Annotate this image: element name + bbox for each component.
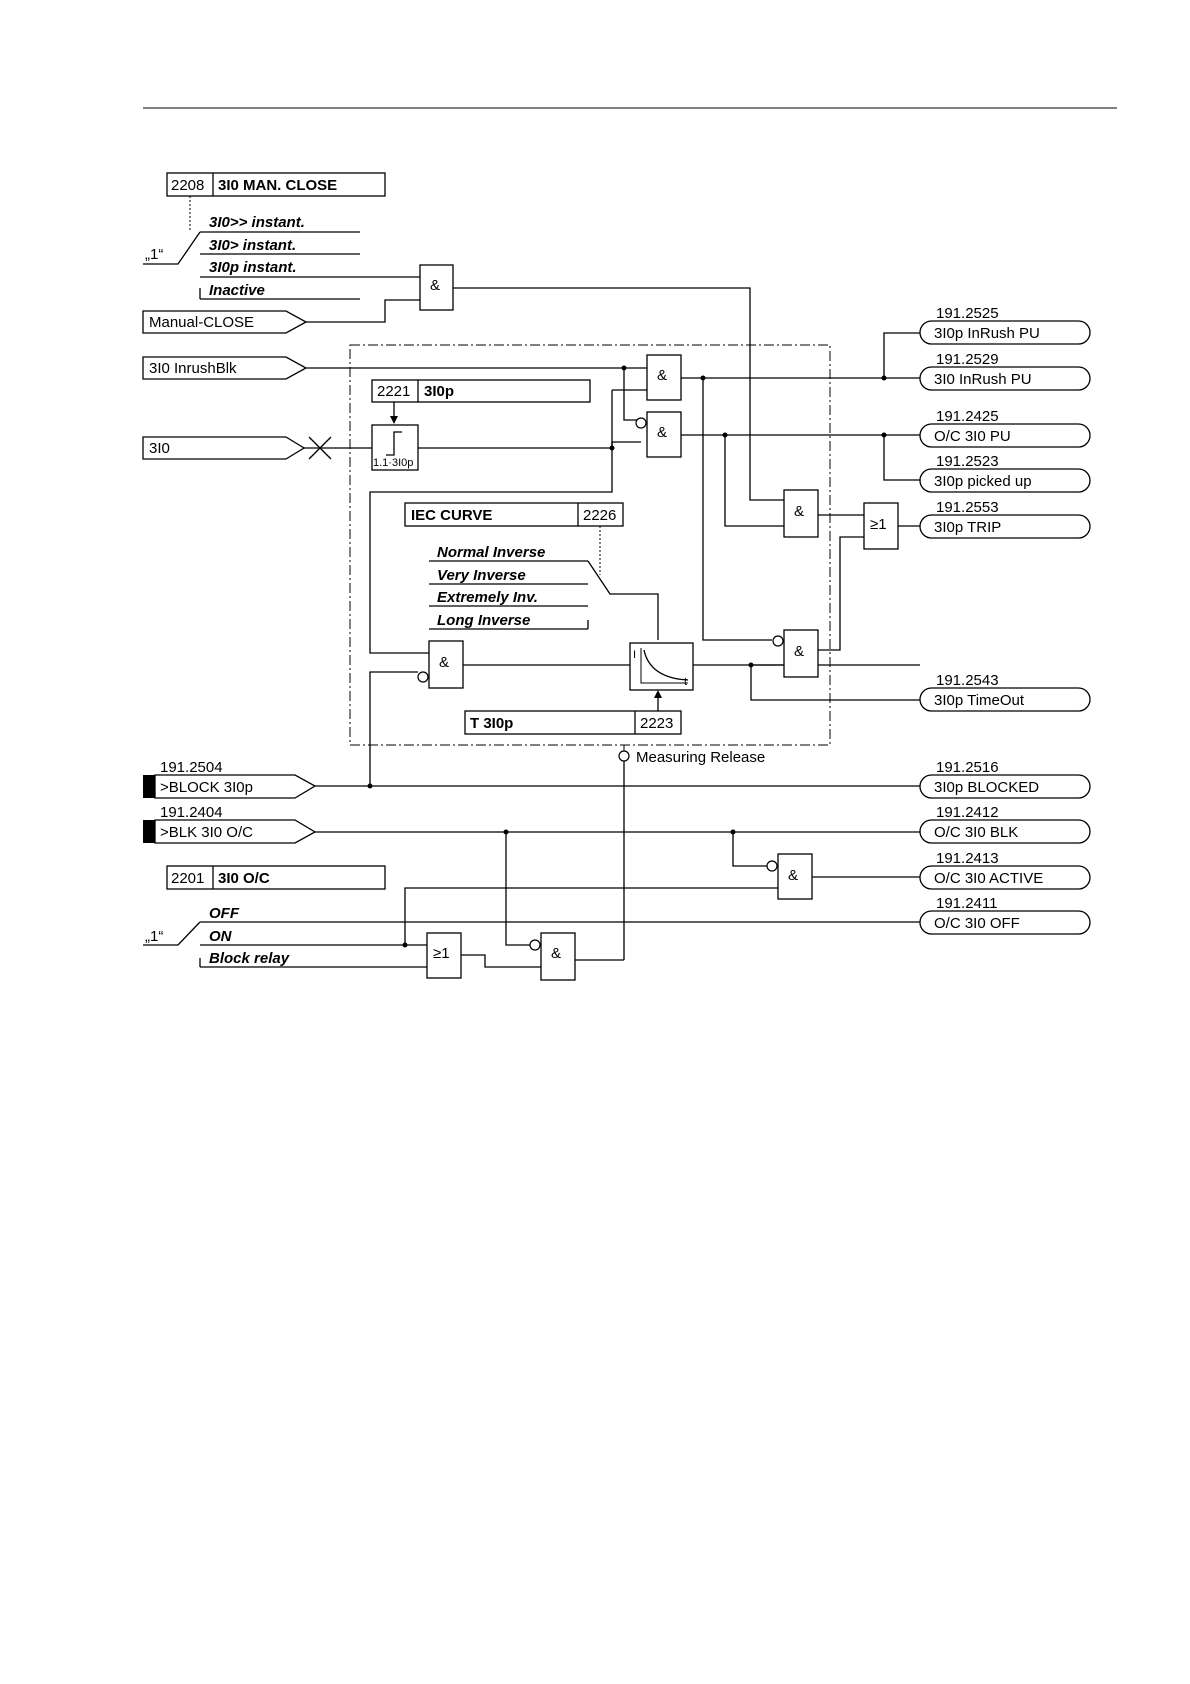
- output-3i0p-trip: 191.2553 3I0p TRIP: [919, 499, 1091, 539]
- and-gate-delayed-trip: &: [772, 629, 819, 678]
- function-frame: [349, 344, 831, 746]
- setting-2208-number: 2208: [171, 177, 204, 194]
- svg-text:3I0p picked up: 3I0p picked up: [934, 473, 1032, 490]
- measuring-release-label: Measuring Release: [636, 749, 765, 766]
- svg-text:191.2543: 191.2543: [936, 672, 999, 689]
- svg-text:O/C 3I0 ACTIVE: O/C 3I0 ACTIVE: [934, 870, 1043, 887]
- setting-2223-title: T 3I0p: [470, 715, 513, 732]
- svg-text:191.2412: 191.2412: [936, 804, 999, 821]
- svg-text:191.2523: 191.2523: [936, 453, 999, 470]
- input-3i0: 3I0: [142, 436, 306, 460]
- svg-text:3I0p InRush PU: 3I0p InRush PU: [934, 325, 1040, 342]
- setting-2226-option-2: Very Inverse: [437, 567, 526, 584]
- curve-axis-x: t: [684, 676, 687, 688]
- input-block-3i0p: 191.2504 >BLOCK 3I0p: [143, 759, 317, 799]
- svg-text:&: &: [551, 945, 561, 962]
- output-3i0p-picked-up: 191.2523 3I0p picked up: [919, 453, 1091, 493]
- svg-text:≥1: ≥1: [870, 516, 887, 533]
- input-inrush-blk-label: 3I0 InrushBlk: [149, 360, 237, 377]
- and-gate-manual-close: &: [419, 264, 454, 311]
- output-oc-3i0-off: 191.2411 O/C 3I0 OFF: [919, 895, 1091, 935]
- and-gate-pickup: &: [635, 411, 682, 458]
- svg-text:191.2504: 191.2504: [160, 759, 223, 776]
- setting-2208-const: „1“: [145, 246, 163, 263]
- svg-text:191.2404: 191.2404: [160, 804, 223, 821]
- svg-text:&: &: [657, 424, 667, 441]
- setting-2201-option-2: ON: [209, 928, 233, 945]
- output-3i0-inrush-pu: 191.2529 3I0 InRush PU: [919, 351, 1091, 391]
- threshold-element: 1.1·3I0p: [371, 424, 419, 471]
- svg-text:3I0p BLOCKED: 3I0p BLOCKED: [934, 779, 1039, 796]
- setting-2226-title: IEC CURVE: [411, 507, 492, 524]
- svg-text:191.2525: 191.2525: [936, 305, 999, 322]
- svg-text:191.2553: 191.2553: [936, 499, 999, 516]
- svg-text:191.2411: 191.2411: [936, 895, 997, 912]
- setting-2208-option-1: 3I0>> instant.: [209, 214, 305, 231]
- svg-text:191.2413: 191.2413: [936, 850, 999, 867]
- or-gate-trip: ≥1: [863, 502, 899, 550]
- svg-text:>BLK 3I0 O/C: >BLK 3I0 O/C: [160, 824, 253, 841]
- setting-2221-block: 2221 3I0p: [371, 379, 591, 403]
- threshold-label: 1.1·3I0p: [373, 457, 413, 469]
- setting-2221-number: 2221: [377, 383, 410, 400]
- input-3i0-label: 3I0: [149, 440, 170, 457]
- svg-text:&: &: [439, 654, 449, 671]
- inverse-curve-element: I t: [629, 642, 694, 691]
- setting-2223-block: T 3I0p 2223: [464, 710, 682, 735]
- and-gate-timer-start: &: [417, 640, 464, 689]
- setting-2226-option-4: Long Inverse: [437, 612, 530, 629]
- setting-2226-block: IEC CURVE 2226 Normal Inverse Very Inver…: [404, 502, 659, 640]
- input-manual-close-label: Manual-CLOSE: [149, 314, 254, 331]
- setting-2201-option-1: OFF: [209, 905, 240, 922]
- and-gate-measuring-release: &: [529, 932, 576, 981]
- svg-text:191.2425: 191.2425: [936, 408, 999, 425]
- input-inrush-blk: 3I0 InrushBlk: [142, 356, 308, 380]
- and-gate-instant-trip: &: [783, 489, 819, 538]
- svg-text:O/C 3I0 OFF: O/C 3I0 OFF: [934, 915, 1020, 932]
- svg-text:191.2516: 191.2516: [936, 759, 999, 776]
- svg-text:3I0p TimeOut: 3I0p TimeOut: [934, 692, 1025, 709]
- svg-text:191.2529: 191.2529: [936, 351, 999, 368]
- svg-text:3I0 InRush PU: 3I0 InRush PU: [934, 371, 1032, 388]
- output-oc-3i0-active: 191.2413 O/C 3I0 ACTIVE: [919, 850, 1091, 890]
- output-3i0p-blocked: 191.2516 3I0p BLOCKED: [919, 759, 1091, 799]
- or-gate-enable: ≥1: [426, 932, 462, 979]
- svg-text:&: &: [657, 367, 667, 384]
- setting-2208-option-3: 3I0p instant.: [209, 259, 297, 276]
- svg-text:&: &: [794, 503, 804, 520]
- setting-2208-title: 3I0 MAN. CLOSE: [218, 177, 337, 194]
- svg-text:≥1: ≥1: [433, 945, 450, 962]
- svg-text:&: &: [788, 867, 798, 884]
- svg-text:>BLOCK 3I0p: >BLOCK 3I0p: [160, 779, 253, 796]
- svg-text:3I0p TRIP: 3I0p TRIP: [934, 519, 1001, 536]
- output-3i0p-inrush-pu: 191.2525 3I0p InRush PU: [919, 305, 1091, 345]
- and-gate-inrush: &: [646, 354, 682, 401]
- output-oc-3i0-pu: 191.2425 O/C 3I0 PU: [919, 408, 1091, 448]
- output-oc-3i0-blk: 191.2412 O/C 3I0 BLK: [919, 804, 1091, 844]
- measuring-release-negation: [618, 750, 630, 762]
- setting-2201-const: „1“: [145, 928, 163, 945]
- setting-2201-block: 2201 3I0 O/C „1“ OFF ON Block relay: [143, 865, 920, 968]
- input-manual-close: Manual-CLOSE: [142, 310, 308, 334]
- output-3i0p-timeout: 191.2543 3I0p TimeOut: [919, 672, 1091, 712]
- setting-2226-option-1: Normal Inverse: [437, 544, 545, 561]
- setting-2221-title: 3I0p: [424, 383, 454, 400]
- setting-2226-number: 2226: [583, 507, 616, 524]
- setting-2208-block: 2208 3I0 MAN. CLOSE „1“ 3I0>> instant. 3…: [143, 172, 420, 300]
- setting-2223-number: 2223: [640, 715, 673, 732]
- setting-2201-title: 3I0 O/C: [218, 870, 270, 887]
- setting-2201-number: 2201: [171, 870, 204, 887]
- svg-text:O/C 3I0 BLK: O/C 3I0 BLK: [934, 824, 1018, 841]
- setting-2208-option-2: 3I0> instant.: [209, 237, 296, 254]
- curve-axis-y: I: [633, 649, 636, 661]
- input-blk-3i0-oc: 191.2404 >BLK 3I0 O/C: [143, 804, 317, 844]
- svg-text:&: &: [794, 643, 804, 660]
- and-gate-active: &: [766, 853, 813, 900]
- svg-text:&: &: [430, 277, 440, 294]
- setting-2226-option-3: Extremely Inv.: [437, 589, 538, 606]
- setting-2208-option-4: Inactive: [209, 282, 265, 299]
- setting-2201-option-3: Block relay: [209, 950, 290, 967]
- svg-text:O/C 3I0 PU: O/C 3I0 PU: [934, 428, 1011, 445]
